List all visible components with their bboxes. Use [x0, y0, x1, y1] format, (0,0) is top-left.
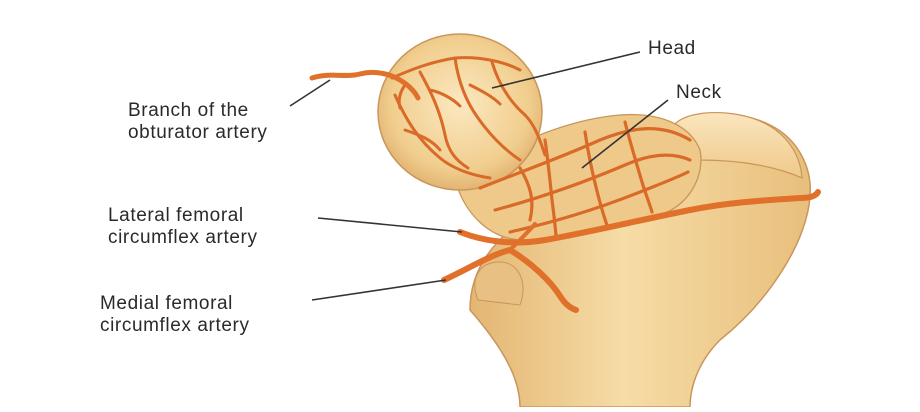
label-medial-circumflex: Medial femoral circumflex artery [100, 293, 250, 337]
leader-obturator [290, 80, 330, 106]
label-lateral-line2: circumflex artery [108, 227, 258, 249]
leader-lateral [318, 218, 462, 232]
label-lateral-line1: Lateral femoral [108, 205, 258, 227]
label-obturator-line2: obturator artery [128, 122, 268, 144]
leader-medial [312, 280, 446, 300]
label-lateral-circumflex: Lateral femoral circumflex artery [108, 205, 258, 249]
label-obturator-line1: Branch of the [128, 100, 268, 122]
label-neck: Neck [676, 82, 722, 104]
label-medial-line2: circumflex artery [100, 315, 250, 337]
label-obturator-artery: Branch of the obturator artery [128, 100, 268, 144]
label-head: Head [648, 38, 696, 60]
lesser-trochanter [475, 262, 523, 305]
label-medial-line1: Medial femoral [100, 293, 250, 315]
